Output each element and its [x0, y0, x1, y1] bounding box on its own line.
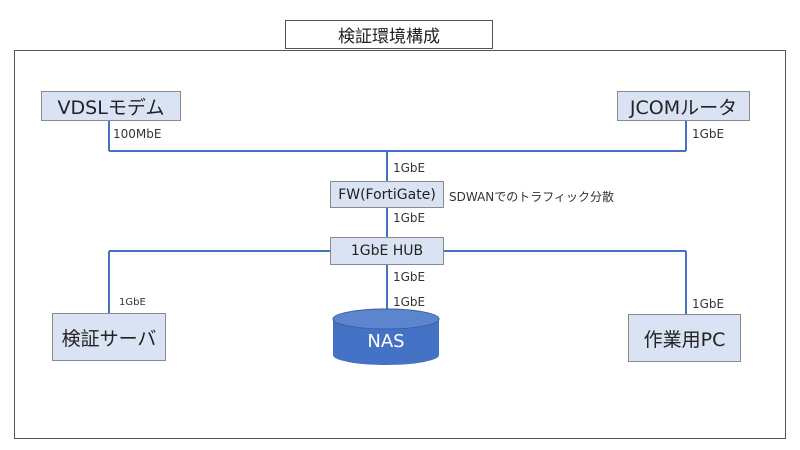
jcom-router-node: JCOMルータ — [617, 91, 750, 121]
server-speed-label: 1GbE — [119, 297, 146, 308]
hub-nas-upper-speed-label: 1GbE — [393, 270, 426, 284]
vdsl-speed-label: 100MbE — [113, 127, 162, 141]
fw-lower-speed-label: 1GbE — [393, 211, 426, 225]
hub-node: 1GbE HUB — [330, 237, 444, 265]
vdsl-modem-node: VDSLモデム — [41, 91, 181, 121]
diagram-title: 検証環境構成 — [285, 20, 493, 49]
diagram-frame — [14, 50, 786, 439]
jcom-speed-label: 1GbE — [692, 127, 725, 141]
pc-speed-label: 1GbE — [692, 297, 725, 311]
server-node: 検証サーバ — [52, 313, 166, 361]
nas-cylinder — [332, 308, 440, 365]
firewall-node: FW(FortiGate) — [330, 181, 444, 208]
fw-note: SDWANでのトラフィック分散 — [449, 190, 615, 204]
fw-upper-speed-label: 1GbE — [393, 161, 426, 175]
hub-nas-lower-speed-label: 1GbE — [393, 295, 426, 309]
nas-label: NAS — [367, 330, 405, 352]
work-pc-node: 作業用PC — [628, 314, 741, 362]
